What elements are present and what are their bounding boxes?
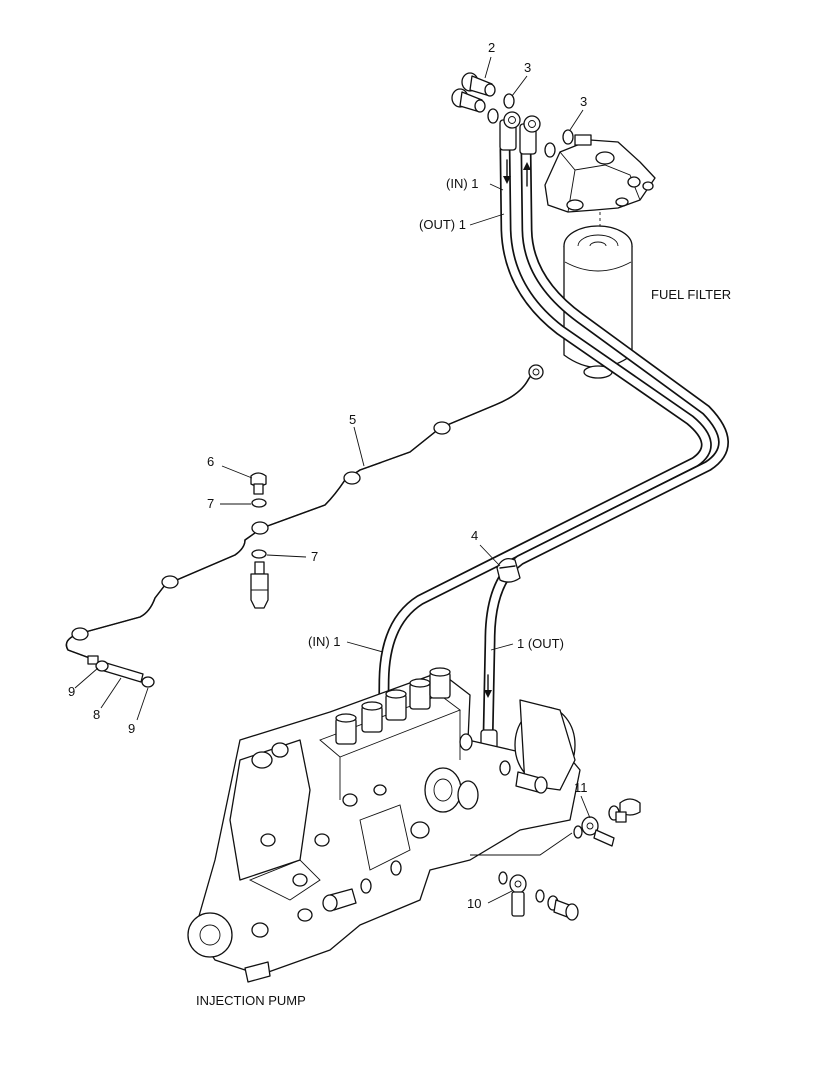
flow-arrow-out-top: [523, 162, 531, 187]
injection-pump-label: INJECTION PUMP: [196, 993, 306, 1008]
hose-in-top-label: (IN) 1: [446, 176, 479, 191]
fuel-hose-in: [376, 119, 712, 876]
sealing-washer-7a: [251, 498, 267, 508]
banjo-bolt-upper: [461, 72, 496, 97]
callout-3b: 3: [580, 94, 587, 109]
sealing-washer-3b: [487, 108, 499, 124]
fuel-filter-label: FUEL FILTER: [651, 287, 731, 302]
hose-clamp: [496, 557, 521, 583]
injector-nozzle: [250, 561, 269, 609]
fuel-hose-out: [482, 124, 729, 746]
assembly-leader: [470, 832, 573, 856]
hose-out-top-label: (OUT) 1: [419, 217, 466, 232]
callout-leaders: [74, 56, 591, 904]
callout-9b: 9: [128, 721, 135, 736]
callout-11: 11: [574, 780, 588, 795]
sealing-washer-3d: [544, 142, 556, 158]
banjo-bolt-lower: [451, 88, 486, 113]
flow-arrow-out-bottom: [484, 674, 492, 698]
sealing-washer-3c: [562, 129, 574, 145]
callout-7b: 7: [311, 549, 318, 564]
hose-fitting-top-in: [499, 111, 521, 151]
fuel-filter: [544, 134, 656, 379]
sealing-washer-3a: [503, 93, 515, 109]
callout-4: 4: [471, 528, 478, 543]
flow-arrow-in-top: [503, 159, 511, 184]
callout-8: 8: [93, 707, 100, 722]
banjo-fitting-10: [498, 871, 579, 921]
callout-7a: 7: [207, 496, 214, 511]
banjo-fitting-11: [573, 798, 641, 847]
return-hose: [95, 660, 155, 688]
sealing-washer-7b: [251, 549, 267, 559]
leak-off-pipe: [65, 364, 544, 665]
injection-pump: [187, 667, 581, 983]
hose-out-bottom-label: 1 (OUT): [517, 636, 564, 651]
hose-fitting-top-out: [519, 115, 541, 155]
hollow-bolt: [250, 472, 267, 495]
callout-9a: 9: [68, 684, 75, 699]
callout-10: 10: [467, 896, 481, 911]
callout-2: 2: [488, 40, 495, 55]
callout-6: 6: [207, 454, 214, 469]
callout-3a: 3: [524, 60, 531, 75]
hose-in-bottom-label: (IN) 1: [308, 634, 341, 649]
callout-5: 5: [349, 412, 356, 427]
